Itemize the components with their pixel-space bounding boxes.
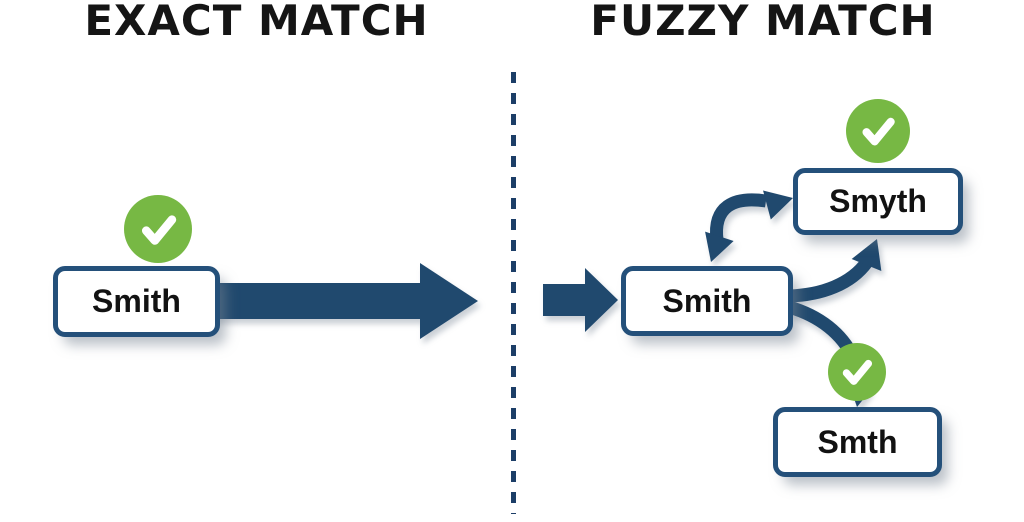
fuzzy-smyth-node: Smyth: [793, 168, 963, 235]
fuzzy-smth-node: Smth: [773, 407, 942, 477]
fuzzy-match-title: FUZZY MATCH: [590, 0, 936, 45]
exact-smith-node: Smith: [53, 266, 220, 337]
fuzzy-input-arrow: [543, 268, 618, 332]
check-icon: [124, 195, 192, 263]
fuzzy-smith-node: Smith: [621, 266, 793, 336]
fuzzy-smith-label: Smith: [662, 282, 752, 319]
check-icon: [828, 343, 886, 401]
branch-arrow-to-smyth: [788, 239, 882, 303]
fuzzy-smyth-label: Smyth: [829, 183, 927, 219]
check-icon: [846, 99, 910, 163]
checkmark-glyph: [842, 359, 873, 386]
checkmark-glyph: [862, 117, 895, 146]
exact-match-arrow: [212, 263, 478, 339]
exact-smith-label: Smith: [92, 283, 181, 319]
exact-match-title: EXACT MATCH: [84, 0, 429, 45]
swap-arrow-smith-smyth: [705, 190, 793, 262]
checkmark-glyph: [141, 214, 176, 245]
fuzzy-smth-label: Smth: [817, 423, 898, 460]
